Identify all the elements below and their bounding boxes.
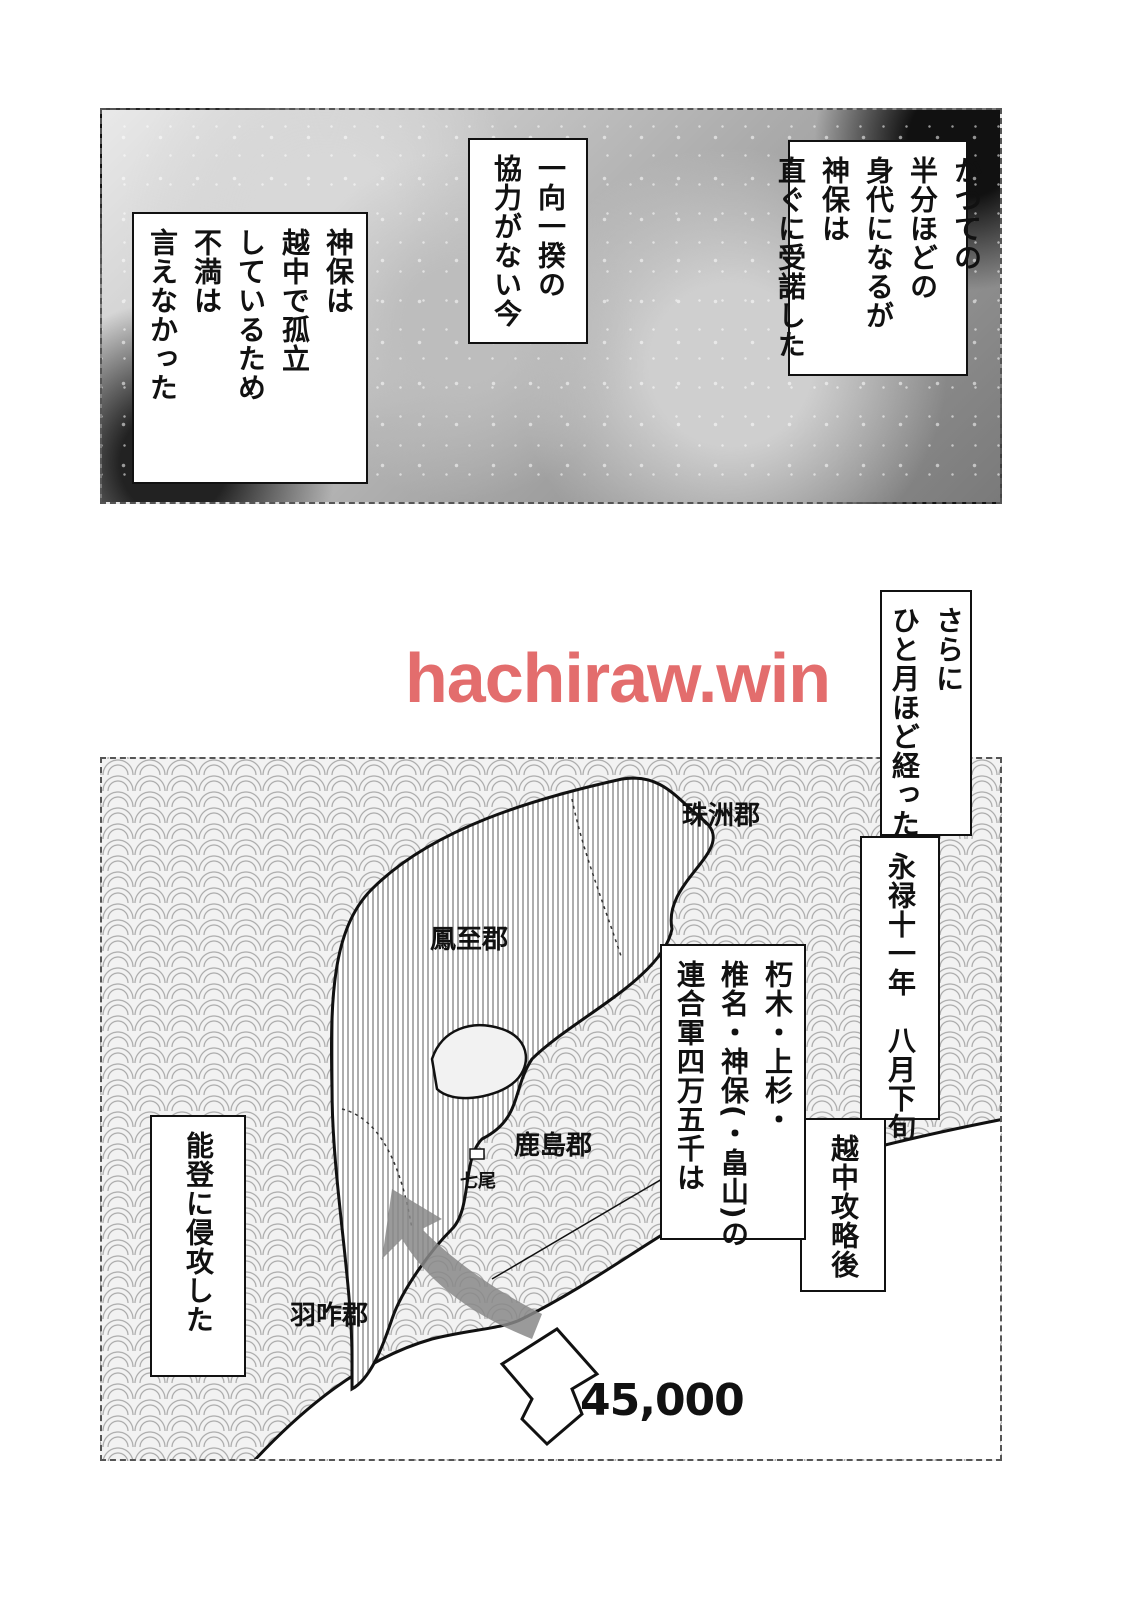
caption-line: しているため xyxy=(234,228,267,402)
caption-date: 永禄十一年 八月下旬 xyxy=(860,836,940,1142)
army-marker xyxy=(499,1327,600,1447)
caption-line: 言えなかった xyxy=(146,228,179,402)
caption-line: かつての xyxy=(950,156,983,272)
top-panel: かつての 半分ほどの 身代になるが 神保は 直ぐに受諾した 一向一揆の 協力がな… xyxy=(100,108,1002,504)
caption-line: 能登に侵攻した xyxy=(182,1131,215,1334)
caption-army: 朽木・上杉・ 椎名・神保(・畠山)の 連合軍四万五千は xyxy=(660,944,806,1249)
caption-line: 身代になるが xyxy=(862,156,895,330)
caption-line: 神保は xyxy=(322,228,355,315)
castle-icon xyxy=(469,1148,485,1160)
caption-time-passed: さらに ひと月ほど経った xyxy=(880,590,972,838)
caption-line: 越中攻略後 xyxy=(827,1134,860,1279)
caption-line: 越中で孤立 xyxy=(278,228,311,373)
caption-line: 協力がない今 xyxy=(490,154,523,328)
caption-isolated: 神保は 越中で孤立 しているため 不満は 言えなかった xyxy=(132,212,368,484)
caption-line: ひと月ほど経った xyxy=(888,606,921,838)
caption-line: 永禄十一年 八月下旬 xyxy=(884,852,917,1142)
caption-line: 直ぐに受諾した xyxy=(774,156,807,359)
caption-line: さらに xyxy=(932,606,965,693)
caption-no-cooperation: 一向一揆の 協力がない今 xyxy=(468,138,588,344)
map-panel: 珠洲郡 鳳至郡 鹿島郡 羽咋郡 七尾 45,000 能登に侵攻した xyxy=(100,757,1002,1461)
caption-line: 朽木・上杉・ xyxy=(761,960,794,1134)
island xyxy=(430,1024,528,1100)
caption-invaded: 能登に侵攻した xyxy=(150,1115,246,1377)
caption-line: 連合軍四万五千は xyxy=(673,960,706,1192)
caption-line: 不満は xyxy=(190,228,223,315)
caption-accepted: かつての 半分ほどの 身代になるが 神保は 直ぐに受諾した xyxy=(774,140,983,376)
caption-after-campaign: 越中攻略後 xyxy=(800,1118,886,1292)
invasion-arrow xyxy=(382,1189,542,1339)
district-boundary xyxy=(341,1108,413,1230)
district-boundary xyxy=(571,798,623,960)
army-count: 45,000 xyxy=(580,1375,745,1426)
caption-line: 椎名・神保(・畠山)の xyxy=(717,960,750,1249)
district-label-suzu: 珠洲郡 xyxy=(682,801,761,831)
district-label-fugeshi: 鳳至郡 xyxy=(430,925,509,955)
district-label-kashima: 鹿島郡 xyxy=(514,1131,593,1161)
watermark: hachiraw.win xyxy=(405,639,831,717)
castle-label: 七尾 xyxy=(460,1171,496,1192)
caption-line: 一向一揆の xyxy=(534,154,567,299)
district-label-hakui: 羽咋郡 xyxy=(290,1301,369,1331)
caption-line: 半分ほどの xyxy=(906,156,939,301)
caption-line: 神保は xyxy=(818,156,851,243)
caption-pointer xyxy=(491,1178,663,1280)
